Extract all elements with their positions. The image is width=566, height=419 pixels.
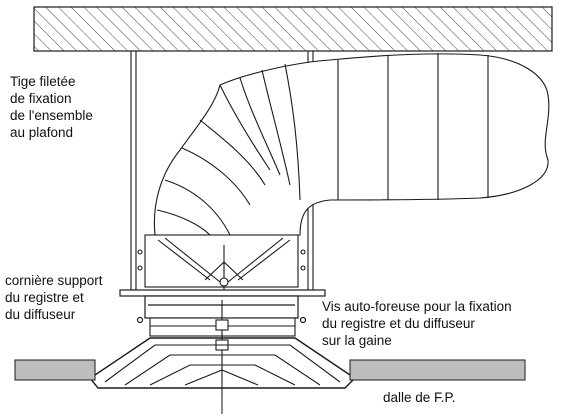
label-line: de l'ensemble bbox=[10, 108, 93, 123]
flexible-duct bbox=[153, 53, 550, 236]
label-line: du registre et bbox=[5, 290, 84, 305]
damper-box bbox=[137, 234, 306, 300]
label-line: Tige filetée bbox=[10, 74, 76, 89]
label-line: sur la gaine bbox=[322, 333, 392, 348]
label-line: du registre et du diffuseur bbox=[322, 316, 475, 331]
diffuser bbox=[89, 300, 356, 398]
label-line: de fixation bbox=[10, 91, 72, 106]
label-line: du diffuseur bbox=[5, 307, 76, 322]
label-self-drilling-screw: Vis auto-foreuse pour la fixation du reg… bbox=[322, 298, 512, 349]
label-false-ceiling-slab: dalle de F.P. bbox=[383, 390, 456, 405]
label-line: Vis auto-foreuse pour la fixation bbox=[322, 299, 512, 314]
label-line: au plafond bbox=[10, 125, 74, 140]
false-ceiling-slab bbox=[14, 359, 526, 381]
label-threaded-rod: Tige filetée de fixation de l'ensemble a… bbox=[10, 73, 93, 141]
label-line: cornière support bbox=[5, 273, 103, 288]
label-support-angle: cornière support du registre et du diffu… bbox=[5, 272, 103, 323]
ceiling-slab bbox=[33, 6, 553, 52]
